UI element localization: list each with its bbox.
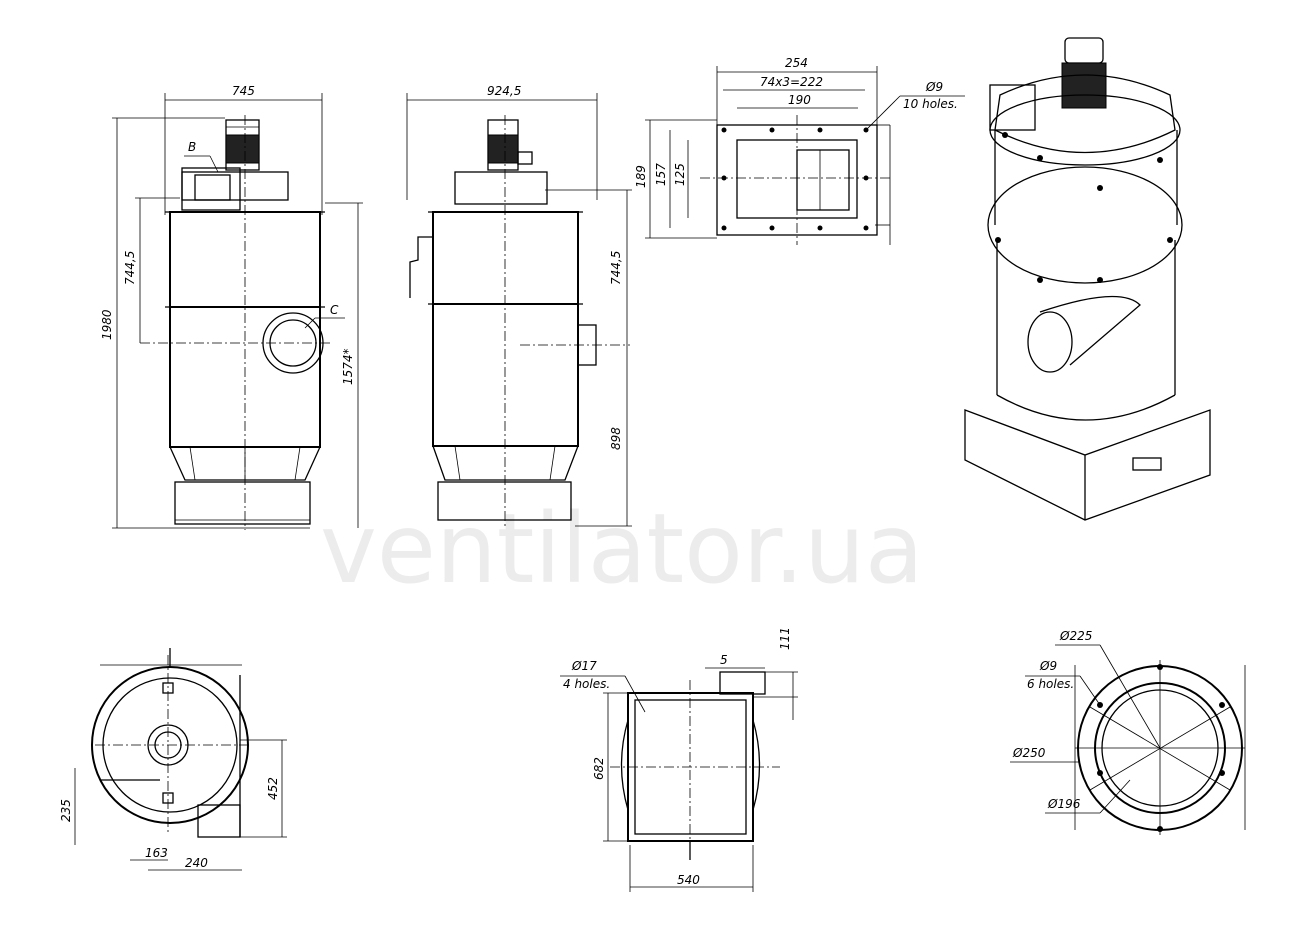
flange-b-hole-dia-label: Ø9 [925,80,943,94]
bottom-width-label: 540 [677,873,700,887]
front-width-label: 745 [232,84,255,98]
flange-b-overall-label: 254 [785,56,808,70]
side-base-height-label: 898 [609,427,623,450]
flange-b-h-outer-label: 189 [634,165,648,188]
top-dim-235-label: 235 [59,799,73,822]
flange-b-holes-label: 10 holes. [903,97,958,111]
bottom-holes-label: 4 holes. [563,677,610,691]
flange-c-d250-label: Ø250 [1012,746,1046,760]
flange-b-pitch-label: 74x3=222 [760,75,823,89]
bottom-hole-dia-label: Ø17 [571,659,597,673]
side-width-label: 924,5 [487,84,521,98]
bottom-view: Ø17 4 holes. 5 111 682 540 [560,627,798,892]
flange-c-d225-label: Ø225 [1059,629,1092,643]
side-body-height-label: 744,5 [609,251,623,285]
flange-b-detail: 254 74x3=222 190 189 157 125 Ø9 10 holes… [634,56,965,245]
top-dim-452-label: 452 [266,777,280,800]
flange-b-inner-label: 190 [788,93,811,107]
bottom-height-label: 682 [592,757,606,780]
top-view: 235 452 163 240 [59,648,287,871]
front-view: 745 B C 1980 [100,84,363,530]
flange-b-h-mid-label: 157 [654,163,668,186]
top-dim-240-label: 240 [185,856,208,870]
bottom-dim-111-label: 111 [778,627,792,650]
flange-c-hole-dia-label: Ø9 [1039,659,1057,673]
flange-c-callout: C [330,303,339,317]
front-total-height-label: 1980 [100,309,114,340]
watermark-text: ventilator.ua [320,493,924,605]
flange-c-holes-label: 6 holes. [1027,677,1074,691]
side-view: 924,5 744,5 898 [406,84,632,528]
front-body-height-label: 744,5 [123,251,137,285]
flange-b-h-inner-label: 125 [673,163,687,186]
isometric-view [964,37,1211,521]
front-inlet-height-label: 1574* [341,348,355,385]
flange-c-detail: Ø225 Ø9 6 holes. Ø250 Ø196 [1010,629,1246,835]
bottom-dim-5-label: 5 [720,653,728,667]
flange-b-callout: B [188,140,196,154]
top-dim-163-label: 163 [145,846,168,860]
flange-c-d196-label: Ø196 [1047,797,1081,811]
